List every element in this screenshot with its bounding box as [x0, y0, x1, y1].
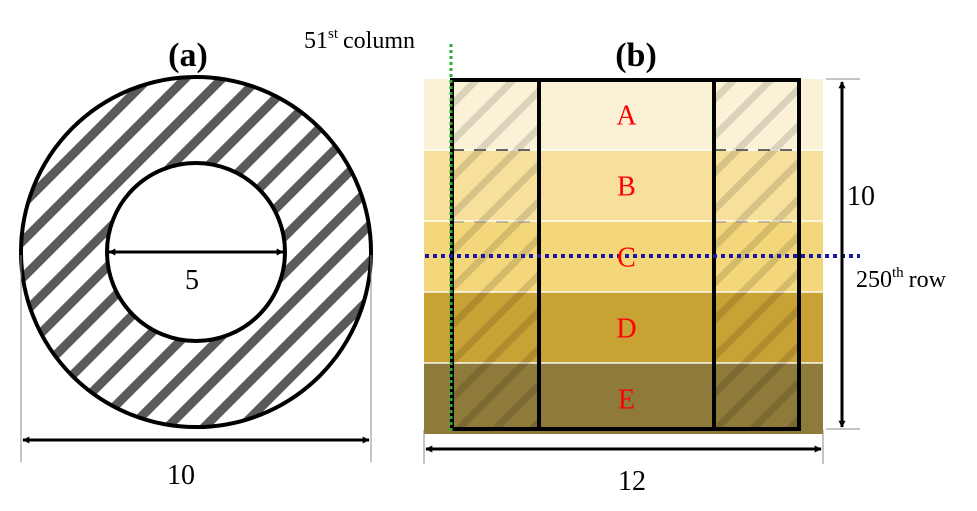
panel-a-title: (a)	[168, 37, 208, 74]
panel-b-title: (b)	[615, 37, 657, 74]
width-label: 12	[618, 466, 646, 497]
hatched-annulus	[18, 75, 374, 429]
layer-label-d: D	[616, 314, 636, 345]
layer-label-c: C	[617, 243, 636, 274]
row-word: row	[909, 267, 947, 293]
column-suffix: st	[328, 26, 339, 42]
column-word: column	[343, 28, 415, 54]
row-number: 250	[856, 267, 892, 293]
row-suffix: th	[892, 265, 904, 281]
column-number: 51	[304, 28, 328, 54]
panel-a: (a) 5 10	[18, 37, 374, 491]
layer-label-a: A	[616, 101, 637, 132]
layer-label-b: B	[617, 172, 636, 203]
layer-label-e: E	[618, 385, 635, 416]
outer-diameter-label: 10	[167, 460, 195, 491]
height-label: 10	[847, 181, 875, 212]
inner-diameter-label: 5	[185, 265, 199, 296]
